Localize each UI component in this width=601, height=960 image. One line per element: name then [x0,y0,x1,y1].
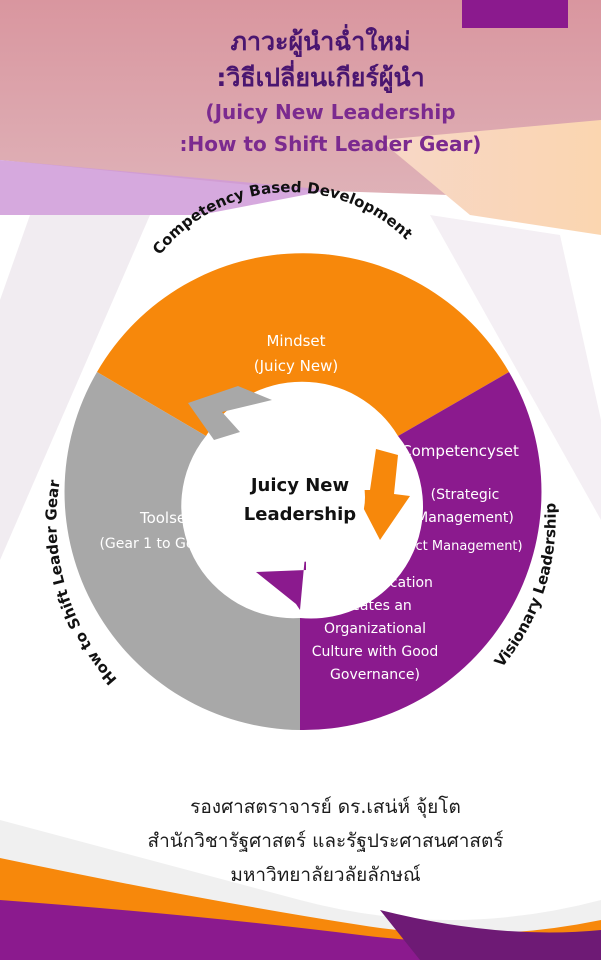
conflict-label: (Conflict Management) [373,539,522,554]
corner-tab [462,0,568,28]
communication-label-line1: (Communication [317,575,433,591]
author-block: รองศาสตราจารย์ ดร.เสน่ห์ จุ้ยโต สำนักวิช… [0,790,601,892]
communication-label-line3: Organizational [324,621,426,637]
author-university: มหาวิทยาลัยวลัยลักษณ์ [230,864,421,886]
competencyset-label: Competencyset [401,442,519,460]
center-circle [235,432,365,562]
title-thai-line1: ภาวะผู้นำฉ่ำใหม่ [230,27,411,56]
mindset-sector [97,253,509,436]
orange-arrow-icon [354,449,410,540]
title-english-line1: (Juicy New Leadership [205,100,456,124]
strategic-label-line2: Management) [416,510,514,526]
arc-label-top: Competency Based Development [149,178,416,258]
center-label-line2: Leadership [244,504,356,525]
title-thai-line2: :วิธีเปลี่ยนเกียร์ผู้นำ [216,63,425,92]
toolset-sector [64,372,301,730]
purple-arrow-icon [256,545,306,610]
communication-label-line4: Culture with Good [312,644,438,660]
toolset-sublabel: (Gear 1 to Gear 11) [99,536,236,552]
communication-label-line5: Governance) [330,667,420,683]
gray-arrow-icon [188,386,272,440]
communication-label-line2: creates an [338,598,412,614]
author-name: รองศาสตราจารย์ ดร.เสน่ห์ จุ้ยโต [190,796,461,818]
author-department: สำนักวิชารัฐศาสตร์ และรัฐประศาสนศาสตร์ [147,830,504,852]
center-label-line1: Juicy New [249,475,349,496]
title-block: ภาวะผู้นำฉ่ำใหม่ :วิธีเปลี่ยนเกียร์ผู้นำ… [0,24,601,160]
mindset-label: Mindset [266,332,325,350]
strategic-label-line1: (Strategic [431,487,500,503]
mindset-sublabel: (Juicy New) [254,357,338,375]
competencyset-sector [300,372,542,731]
toolset-label: Toolset [139,509,192,527]
title-english-line2: :How to Shift Leader Gear) [179,132,482,156]
